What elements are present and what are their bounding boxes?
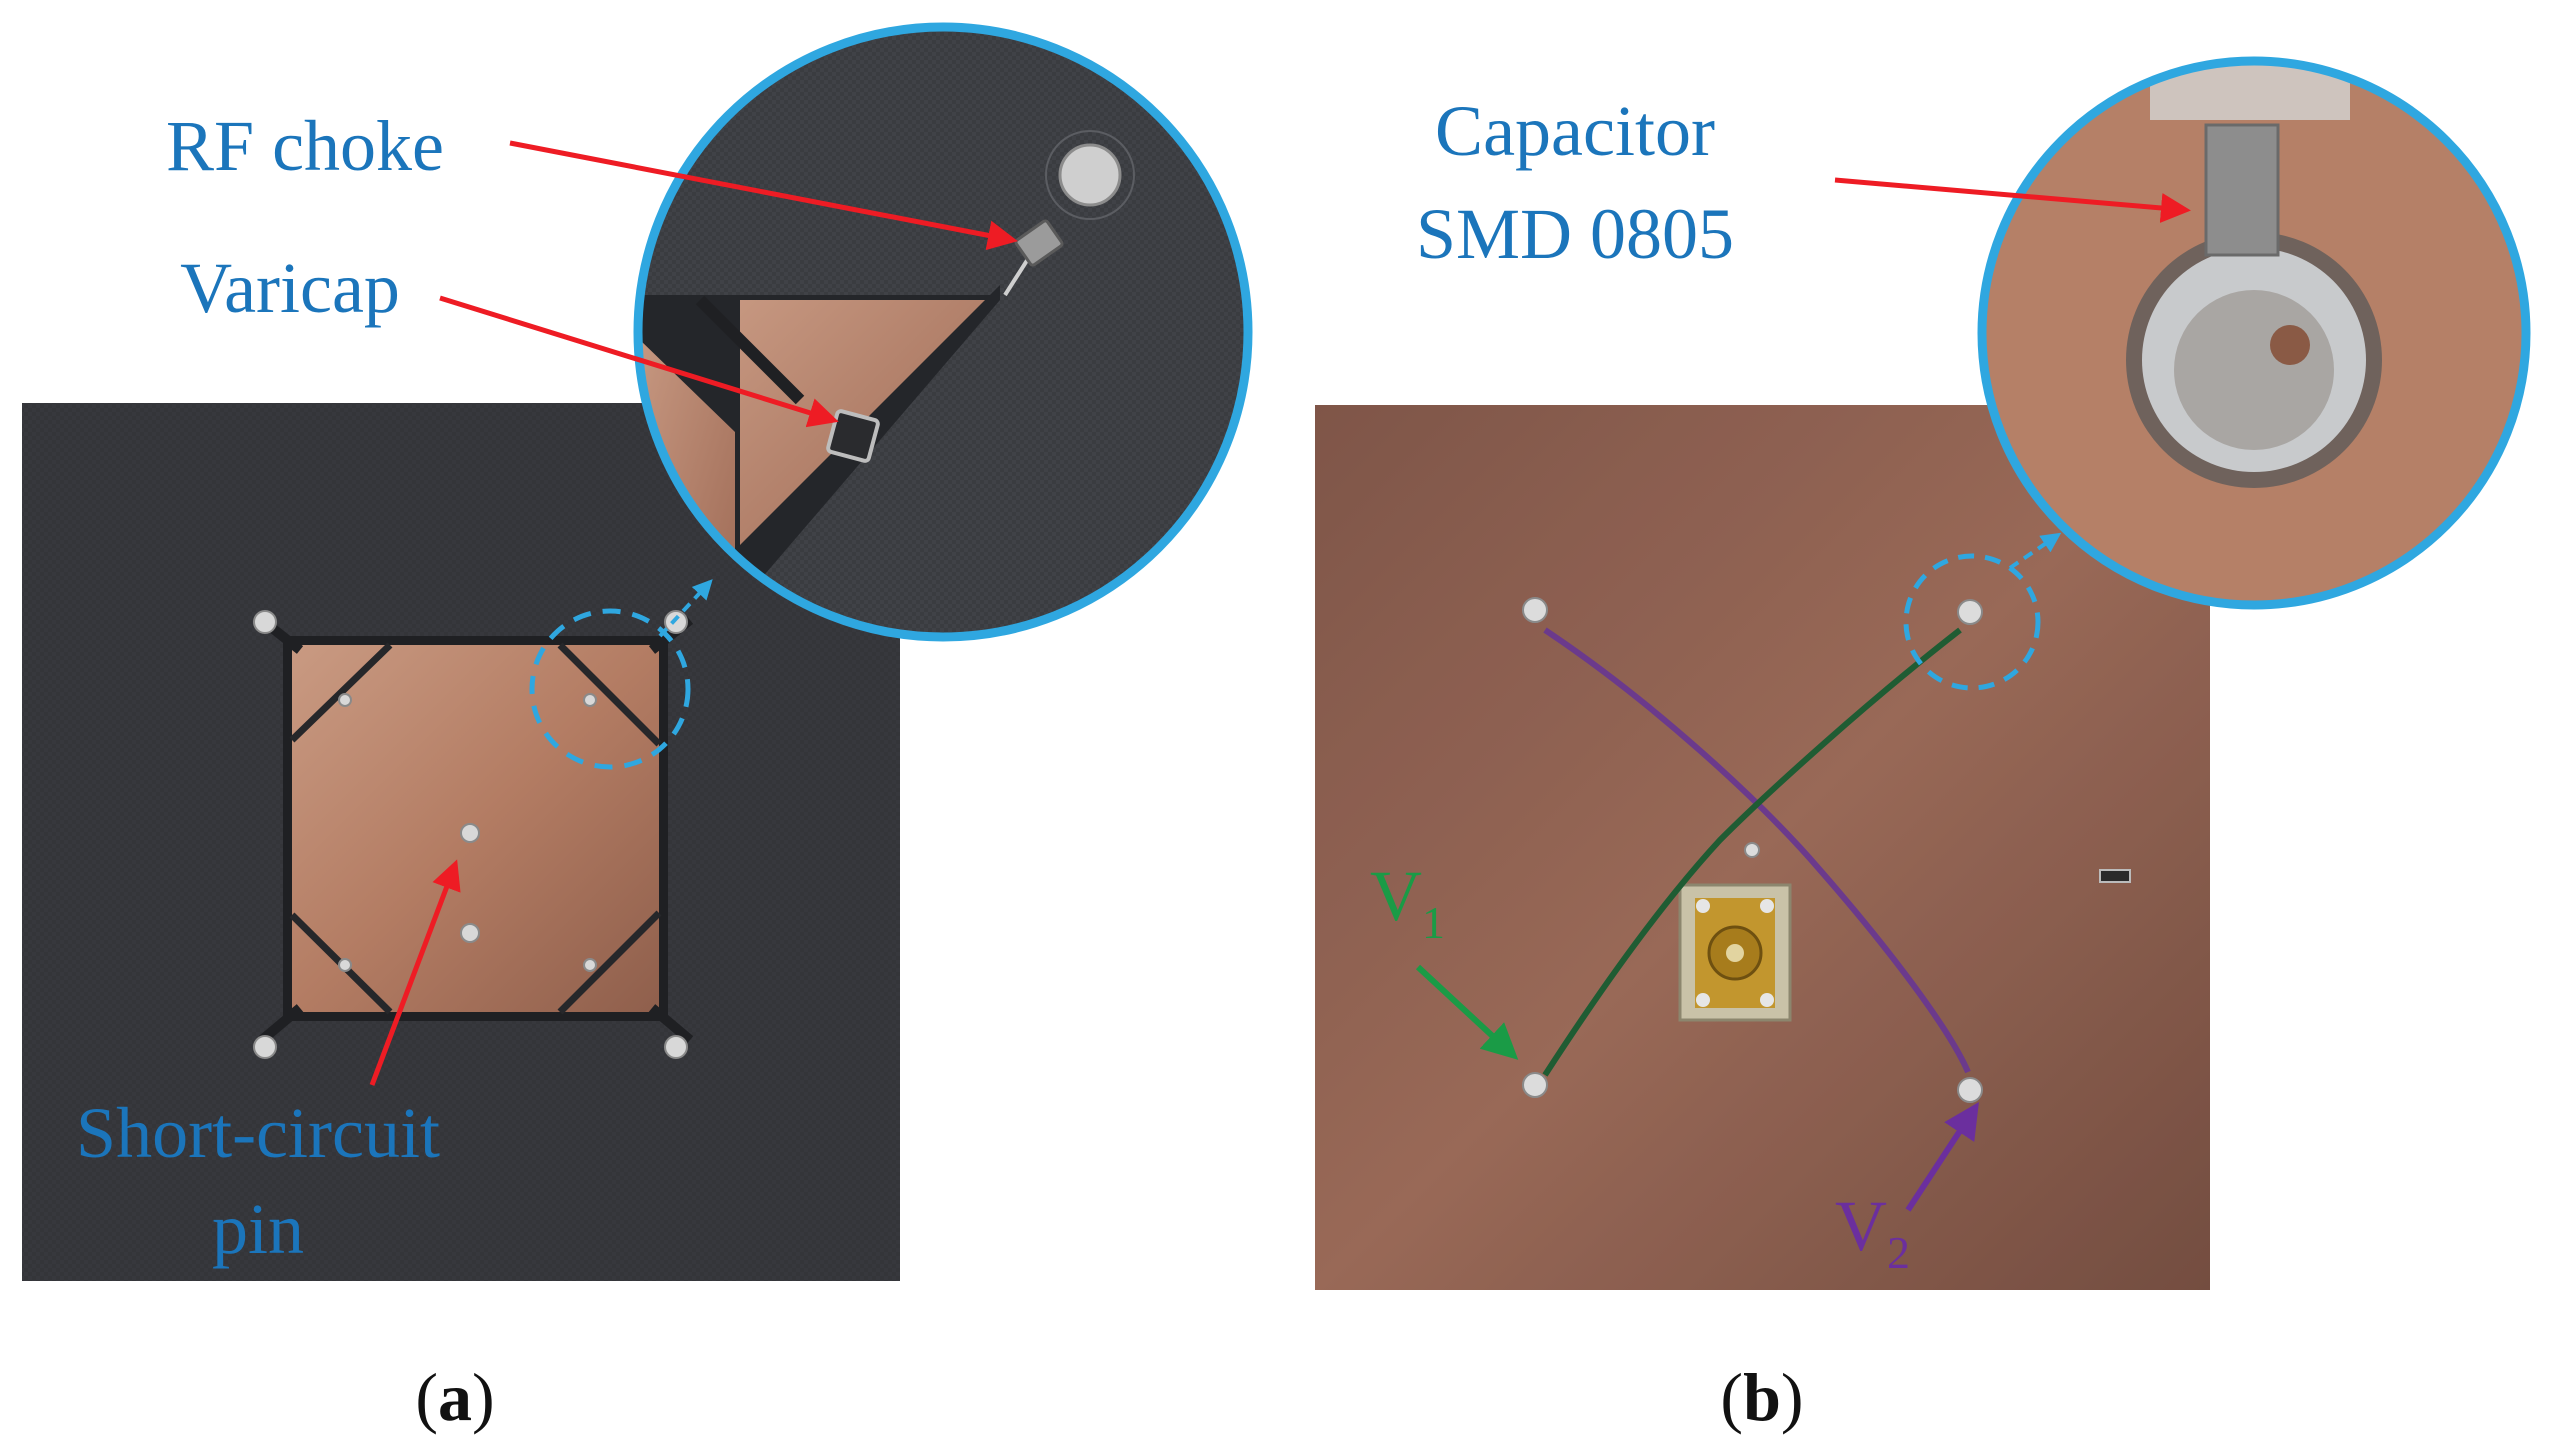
- panel-b: Capacitor SMD 0805 V1 V2 (b): [1315, 56, 2531, 1435]
- v1-wire: [1542, 627, 1962, 1077]
- caption-a: (a): [415, 1359, 494, 1435]
- varicap-arrow: [439, 295, 839, 428]
- v1-arrow: [1415, 964, 1519, 1060]
- sma-connector: [1678, 883, 1792, 1022]
- capacitor-highlight-circle: [1903, 553, 2041, 691]
- rf-choke-arrow: [509, 140, 1018, 251]
- bias-pins: [1522, 597, 1983, 1103]
- solder-points: [253, 610, 688, 1059]
- varicap-label: Varicap: [180, 248, 400, 328]
- v1-label: V1: [1370, 856, 1445, 948]
- v2-wire: [1543, 627, 1971, 1074]
- smd-resistor: [2099, 869, 2131, 883]
- detail-highlight-circle: [529, 608, 691, 770]
- zoom-inset-a: [633, 22, 1253, 642]
- detail-pointer-arrow: [658, 579, 713, 638]
- short-circuit-label-line1: Short-circuit: [76, 1093, 440, 1173]
- capacitor-label-line1: Capacitor: [1435, 91, 1715, 171]
- v2-label: V2: [1835, 1186, 1910, 1278]
- rf-choke-label: RF choke: [166, 106, 444, 186]
- v2-arrow: [1905, 1101, 1979, 1212]
- capacitor-pointer-arrow: [2008, 532, 2062, 570]
- short-circuit-pin-arrow: [369, 859, 461, 1086]
- antenna-board-bottom-photo: [1315, 405, 2210, 1290]
- capacitor-label-line2: SMD 0805: [1416, 194, 1734, 274]
- short-circuit-label-line2: pin: [212, 1189, 304, 1269]
- zoom-inset-b: [1977, 56, 2531, 610]
- caption-b: (b): [1720, 1359, 1803, 1435]
- panel-a: RF choke Varicap Short-circuit pin (a): [22, 22, 1253, 1435]
- capacitor-arrow: [1834, 177, 2191, 223]
